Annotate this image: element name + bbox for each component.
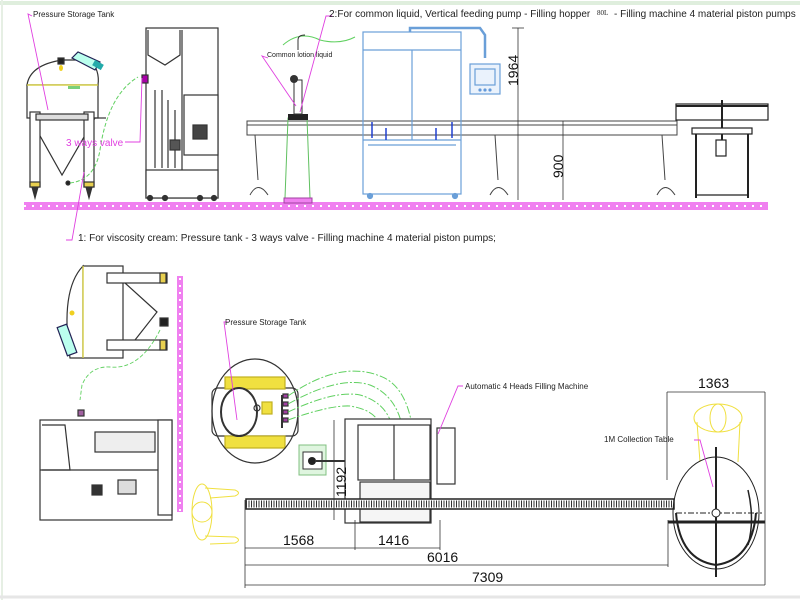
conveyor-elevation — [246, 120, 678, 196]
rotary-table-elevation — [675, 100, 769, 198]
pressure-tank-plan-top — [211, 358, 299, 464]
feeding-pump-plan — [298, 444, 346, 476]
label-route-1: 1: For viscosity cream: Pressure tank - … — [78, 233, 496, 244]
label-filling-machine: Automatic 4 Heads Filling Machine — [465, 382, 589, 391]
filling-machine-plan-left — [39, 409, 173, 521]
dimension-lines-plan — [244, 391, 766, 588]
dimension-height-conveyor: 900 — [550, 154, 566, 178]
filling-machine-frame-blue — [362, 26, 501, 200]
wall-strip-plan — [177, 276, 183, 512]
pressure-tank-plan-side — [56, 264, 169, 359]
leader-lines-plan — [223, 321, 714, 488]
pressure-tank-elevation — [26, 51, 106, 201]
operator-figure-right — [693, 403, 743, 463]
label-route-2: 2:For common liquid, Vertical feeding pu… — [329, 9, 591, 20]
label-route-2-capacity: 80L — [597, 9, 609, 17]
dimension-lines-top — [512, 27, 564, 200]
conveyor-plan — [245, 498, 675, 510]
operator-figure-left — [191, 483, 239, 545]
collection-table-plan — [668, 447, 765, 577]
filling-machine-elevation — [141, 27, 219, 202]
dimension-total-length: 7309 — [472, 569, 504, 585]
dimension-machine-length: 1416 — [378, 532, 410, 548]
label-route-2-suffix: - Filling machine 4 material piston pump… — [614, 9, 796, 20]
vertical-feeding-pump — [283, 34, 313, 204]
hoses-plan — [287, 370, 413, 426]
label-common-lotion: Common lotion liquid — [267, 52, 333, 59]
dimension-conveyor-length: 6016 — [427, 549, 459, 565]
label-three-way-valve: 3 ways valve — [66, 138, 124, 149]
floor-strip-top — [24, 202, 768, 210]
label-collection-table: 1M Collection Table — [604, 435, 674, 444]
label-pressure-tank-top: Pressure Storage Tank — [33, 10, 115, 19]
dimension-tank-offset: 1568 — [283, 532, 315, 548]
dimension-machine-depth: 1192 — [333, 466, 349, 497]
leader-lines-top — [27, 13, 332, 241]
dimension-table-width: 1363 — [698, 375, 730, 391]
dimension-height-total: 1964 — [505, 54, 521, 86]
label-pressure-tank-plan: Pressure Storage Tank — [225, 318, 307, 327]
